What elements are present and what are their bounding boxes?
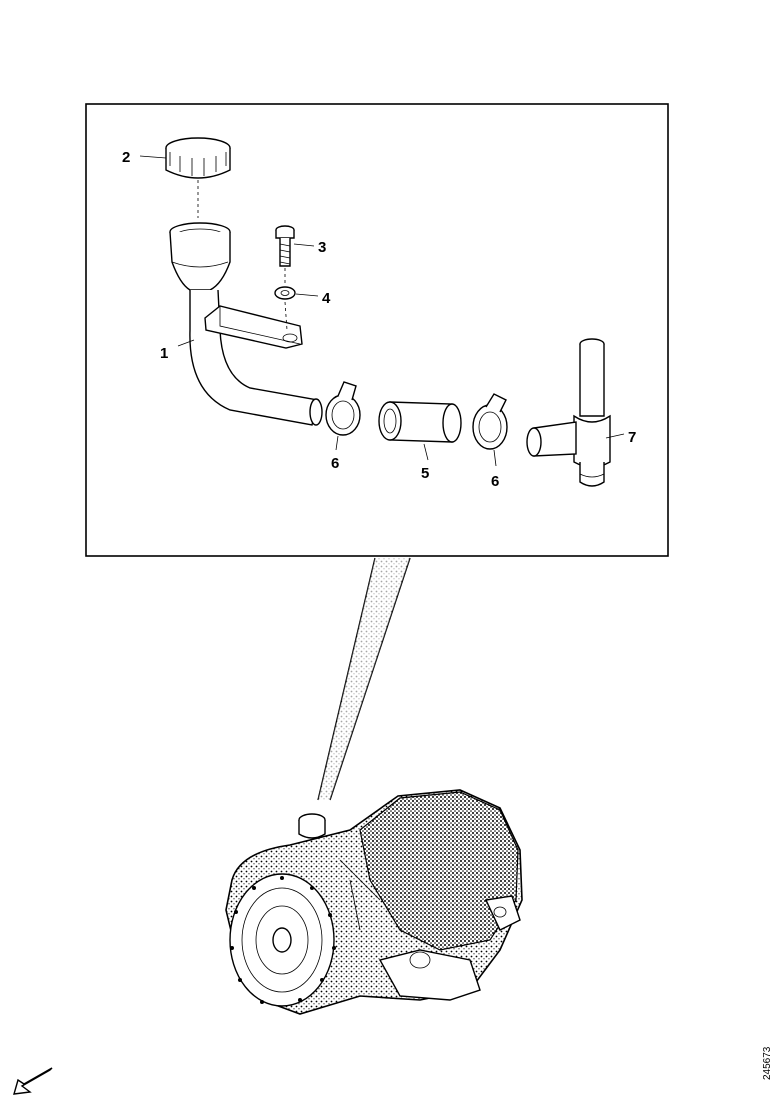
leader-3 [293, 243, 315, 247]
transmission-overview [225, 789, 523, 1015]
leader-1 [177, 339, 195, 347]
callout-7: 7 [628, 429, 636, 446]
leader-5 [423, 443, 429, 461]
detail-pointer [317, 557, 411, 801]
leader-2 [139, 155, 167, 159]
bolt [275, 225, 295, 331]
callout-5: 5 [421, 465, 429, 482]
callout-2: 2 [122, 149, 130, 166]
tee-pipe [526, 338, 611, 487]
detail-frame [85, 103, 669, 557]
filler-neck-pipe [169, 222, 323, 426]
hose [378, 401, 462, 443]
leader-6b [493, 449, 497, 467]
leader-4 [295, 293, 319, 297]
orientation-arrow-icon [13, 1067, 53, 1095]
callout-1: 1 [160, 345, 168, 362]
filler-cap [165, 137, 231, 218]
callout-6b: 6 [491, 473, 499, 490]
callout-6a: 6 [331, 455, 339, 472]
leader-6a [335, 435, 339, 451]
callout-4: 4 [322, 290, 331, 307]
washer [274, 286, 296, 300]
callout-3: 3 [318, 239, 326, 256]
hose-clamp-left [325, 381, 361, 436]
leader-7 [605, 433, 625, 439]
hose-clamp-right [472, 393, 508, 450]
reference-id: 245673 [762, 1046, 773, 1080]
